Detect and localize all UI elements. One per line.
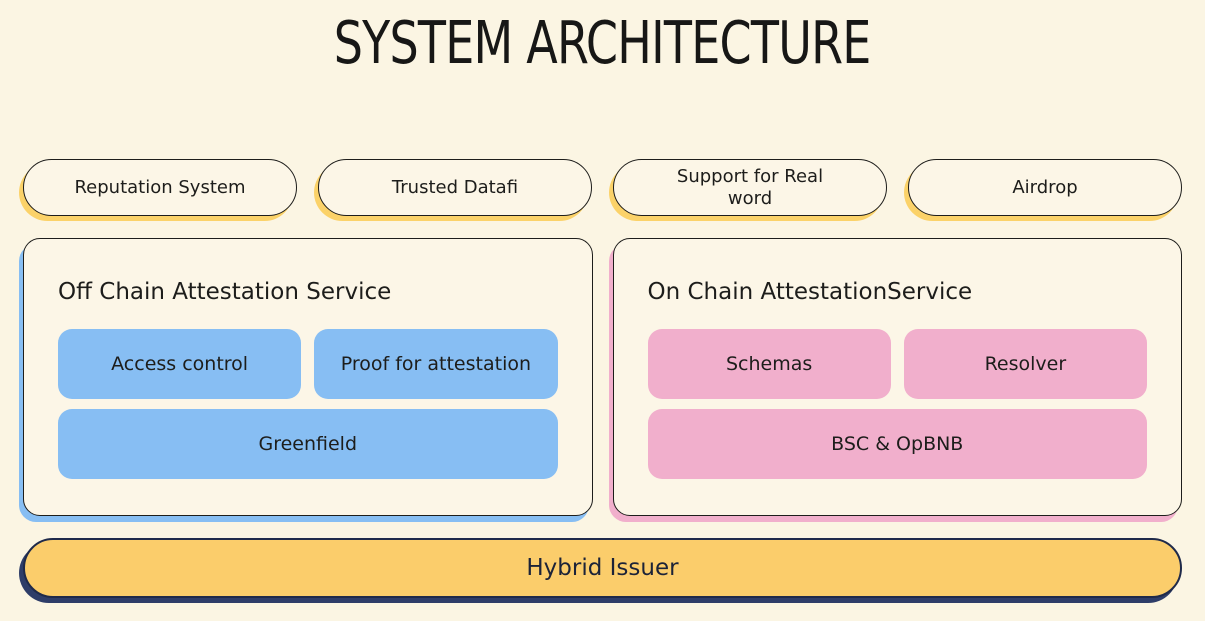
page-title: SYSTEM ARCHITECTURE xyxy=(0,12,1205,74)
off-chain-box-title: Off Chain Attestation Service xyxy=(58,279,392,305)
pill-label: Support for Real word xyxy=(676,166,824,209)
pill-reputation-system: Reputation System xyxy=(23,159,297,216)
chip-schemas: Schemas xyxy=(647,329,891,399)
page-title-text: SYSTEM ARCHITECTURE xyxy=(334,8,872,77)
off-chain-attestation-service-box: Off Chain Attestation Service Access con… xyxy=(23,238,593,516)
pill-trusted-datafi: Trusted Datafi xyxy=(318,159,592,216)
on-chain-attestation-service-box: On Chain AttestationService Schemas Reso… xyxy=(612,238,1182,516)
chip-access-control: Access control xyxy=(58,329,302,399)
pill-label: Trusted Datafi xyxy=(391,176,519,198)
chip-bsc-opbnb: BSC & OpBNB xyxy=(647,409,1147,479)
chip-greenfield: Greenfield xyxy=(58,409,558,479)
off-chain-chip-grid: Access control Proof for attestation Gre… xyxy=(58,329,558,479)
pill-label: Reputation System xyxy=(74,176,246,198)
pill-support-for-real-word: Support for Real word xyxy=(613,159,887,216)
pill-label: Airdrop xyxy=(1012,176,1078,198)
pill-airdrop: Airdrop xyxy=(908,159,1182,216)
hybrid-issuer-label: Hybrid Issuer xyxy=(526,555,679,581)
on-chain-box-title: On Chain AttestationService xyxy=(647,279,973,305)
feature-pill-row: Reputation System Trusted Datafi Support… xyxy=(23,159,1182,216)
service-boxes-row: Off Chain Attestation Service Access con… xyxy=(23,238,1182,516)
chip-proof-for-attestation: Proof for attestation xyxy=(314,329,558,399)
chip-resolver: Resolver xyxy=(903,329,1147,399)
hybrid-issuer-bar: Hybrid Issuer xyxy=(23,538,1182,598)
on-chain-chip-grid: Schemas Resolver BSC & OpBNB xyxy=(647,329,1147,479)
